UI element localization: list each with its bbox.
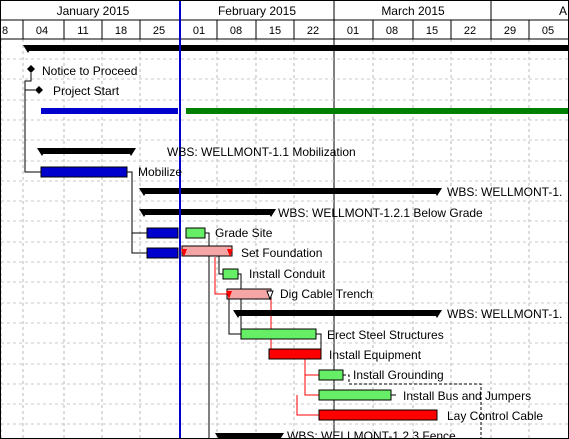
label-wbs-mobilization: WBS: WELLMONT-1.1 Mobilization xyxy=(167,145,356,159)
month-label-jan: January 2015 xyxy=(57,4,130,18)
month-label-apr: A xyxy=(559,4,567,18)
set-foundation-start-marker xyxy=(181,249,187,257)
summary-bar-wbs-1-2-start-cap xyxy=(139,188,149,196)
label-project-start: Project Start xyxy=(53,84,120,98)
bar-set-foundation-actual xyxy=(146,247,179,259)
label-install-bus: Install Bus and Jumpers xyxy=(403,389,531,403)
label-lay-control-cable: Lay Control Cable xyxy=(447,409,543,423)
summary-bar-fence-end-cap xyxy=(274,433,284,438)
link-start-mobilize xyxy=(24,90,41,173)
week-label: 08 xyxy=(230,25,242,37)
project-actual-bar xyxy=(41,108,178,114)
dig-trench-start-marker xyxy=(226,291,232,299)
label-install-equipment: Install Equipment xyxy=(329,348,422,362)
label-wbs-1-2: WBS: WELLMONT-1. xyxy=(447,185,562,199)
summary-bar-project xyxy=(27,45,568,51)
summary-bar-project-start-cap xyxy=(23,45,33,53)
summary-bar-below-grade-start-cap xyxy=(139,209,149,217)
label-notice-to-proceed: Notice to Proceed xyxy=(42,64,137,78)
bar-install-conduit xyxy=(222,268,239,280)
dig-trench-finish-marker xyxy=(266,290,274,301)
summary-bar-project-end-cap xyxy=(564,45,568,52)
week-label: 29 xyxy=(504,25,516,37)
week-label: 08 xyxy=(386,25,398,37)
bar-install-bus xyxy=(318,389,392,401)
label-dig-cable-trench: Dig Cable Trench xyxy=(280,287,373,301)
label-mobilize: Mobilize xyxy=(138,165,182,179)
bar-install-grounding xyxy=(318,369,344,381)
link-mobilize-foundation xyxy=(131,233,147,254)
link-steel-equipment xyxy=(316,333,322,354)
link-grounding-fence xyxy=(343,374,482,438)
summary-bar-mobilization-start-cap xyxy=(37,148,47,156)
bar-erect-steel xyxy=(240,328,317,340)
link-equip-grounding xyxy=(304,359,319,376)
project-remaining-bar xyxy=(186,108,568,114)
milestone-project-start xyxy=(35,86,43,94)
label-install-conduit: Install Conduit xyxy=(249,267,326,281)
summary-bar-wbs-1-2-2 xyxy=(237,310,438,316)
label-install-grounding: Install Grounding xyxy=(353,368,444,382)
week-label: 8 xyxy=(2,25,8,37)
label-set-foundation: Set Foundation xyxy=(241,246,322,260)
link-ntp-start xyxy=(24,73,35,91)
label-wbs-below-grade: WBS: WELLMONT-1.2.1 Below Grade xyxy=(278,206,483,220)
summary-bar-wbs-1-2-2-start-cap xyxy=(233,310,243,318)
bar-lay-control-cable xyxy=(318,409,438,421)
label-erect-steel: Erect Steel Structures xyxy=(327,328,444,342)
week-label: 22 xyxy=(307,25,319,37)
link-mobilize-grade xyxy=(127,171,147,234)
week-label: 22 xyxy=(464,25,476,37)
bar-grade-site-actual xyxy=(146,227,179,239)
bar-install-equipment xyxy=(268,348,322,360)
summary-bar-fence-start-cap xyxy=(215,433,225,438)
bar-set-foundation-remaining xyxy=(181,245,233,257)
summary-bar-fence xyxy=(219,433,280,438)
summary-bar-mobilization-end-cap xyxy=(126,148,136,156)
bar-grade-site-remaining xyxy=(185,227,206,239)
label-wbs-fence: WBS: WELLMONT-1.2.3 Fence xyxy=(287,429,456,439)
week-label: 04 xyxy=(36,25,48,37)
week-label: 05 xyxy=(542,25,554,37)
summary-bar-mobilization xyxy=(41,148,132,154)
bar-dig-cable-trench xyxy=(226,288,272,300)
relationship-lines xyxy=(24,73,482,438)
timescale-header: January 2015 February 2015 March 2015 A … xyxy=(1,1,568,40)
week-label: 18 xyxy=(115,25,127,37)
link-equip-bus xyxy=(304,375,319,396)
summary-bar-wbs-1-2 xyxy=(143,188,438,194)
week-label: 15 xyxy=(269,25,281,37)
week-label: 25 xyxy=(153,25,165,37)
summary-bar-wbs-1-2-end-cap xyxy=(432,188,442,196)
week-label: 11 xyxy=(77,25,88,37)
summary-bar-below-grade xyxy=(143,209,272,215)
link-conduit-steel xyxy=(238,273,242,334)
week-label: 15 xyxy=(426,25,438,37)
link-foundation-conduit xyxy=(218,251,223,275)
milestone-notice-to-proceed xyxy=(27,65,35,73)
label-grade-site: Grade Site xyxy=(215,226,273,240)
bar-mobilize xyxy=(40,166,128,178)
link-equip-cable xyxy=(296,395,319,416)
summary-bar-wbs-1-2-2-end-cap xyxy=(432,310,442,318)
link-foundation-trench xyxy=(214,257,227,295)
activity-bars xyxy=(23,45,568,438)
link-trench-steel xyxy=(228,299,241,335)
month-label-feb: February 2015 xyxy=(218,4,296,18)
month-label-mar: March 2015 xyxy=(381,4,445,18)
summary-bar-below-grade-end-cap xyxy=(266,209,276,217)
set-foundation-finish-marker xyxy=(227,249,233,257)
week-label: 01 xyxy=(347,25,359,37)
link-grade-foundation xyxy=(205,232,210,251)
gantt-grid xyxy=(1,39,568,438)
label-wbs-1-2-2: WBS: WELLMONT-1. xyxy=(447,307,562,321)
week-label: 01 xyxy=(193,25,205,37)
activity-labels: Notice to Proceed Project Start WBS: WEL… xyxy=(42,64,562,439)
